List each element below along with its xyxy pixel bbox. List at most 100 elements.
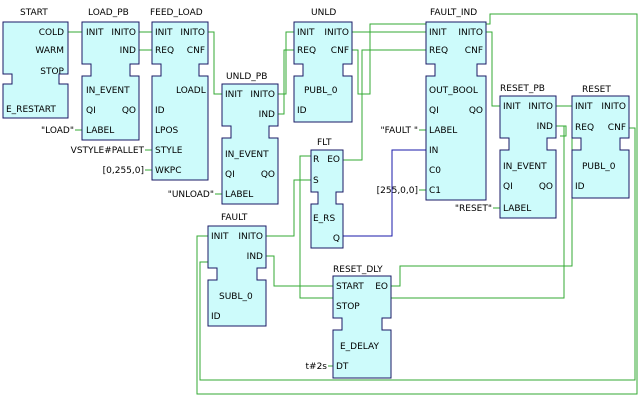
event-output-ind: IND bbox=[537, 122, 553, 132]
block-body bbox=[81, 21, 140, 141]
block-body bbox=[310, 149, 344, 249]
data-input-id: ID bbox=[155, 106, 165, 116]
event-input-init: INIT bbox=[155, 28, 173, 38]
event-output-cold: COLD bbox=[39, 28, 64, 38]
block-body bbox=[221, 83, 279, 205]
fb-reset[interactable]: RESET INIT INITO REQ CNF PUBL_0 ID bbox=[571, 85, 630, 199]
event-output-inito: INITO bbox=[324, 28, 349, 38]
constants: "LOAD" VSTYLE#PALLET [0,255,0] "UNLOAD" … bbox=[41, 126, 492, 372]
data-input-id: ID bbox=[575, 182, 585, 192]
constant-unload-label: "UNLOAD" bbox=[168, 190, 214, 200]
event-link bbox=[486, 31, 500, 107]
fb-feed-load[interactable]: FEED_LOAD INIT INITO REQ CNF LOADL ID LP… bbox=[150, 8, 209, 181]
event-output-cnf: CNF bbox=[608, 123, 626, 133]
fb-flt[interactable]: FLT R EO S E_RS Q bbox=[310, 138, 344, 249]
data-input-label: LABEL bbox=[429, 126, 457, 136]
fb-fault-ind[interactable]: FAULT_IND INIT INITO REQ CNF OUT_BOOL QI… bbox=[425, 8, 487, 201]
data-input-qi: QI bbox=[225, 170, 235, 180]
constant-load-label: "LOAD" bbox=[41, 126, 74, 136]
block-name: RESET bbox=[582, 85, 611, 95]
event-input-r: R bbox=[313, 155, 319, 165]
event-input-init: INIT bbox=[503, 102, 521, 112]
data-input-c0: C0 bbox=[429, 166, 441, 176]
data-input-in: IN bbox=[429, 146, 438, 156]
fb-reset-dly[interactable]: RESET_DLY START EO STOP E_DELAY DT bbox=[332, 265, 392, 379]
data-output-qo: QO bbox=[469, 106, 483, 116]
block-type: PUBL_0 bbox=[582, 162, 616, 172]
data-input-id: ID bbox=[211, 312, 221, 322]
data-input-qi: QI bbox=[503, 182, 513, 192]
block-type: IN_EVENT bbox=[225, 150, 269, 160]
event-input-req: REQ bbox=[575, 123, 594, 133]
data-output-qo: QO bbox=[261, 170, 275, 180]
event-input-init: INIT bbox=[429, 28, 447, 38]
event-output-ind: IND bbox=[120, 46, 136, 56]
event-output-inito: INITO bbox=[111, 28, 136, 38]
block-body bbox=[499, 95, 557, 219]
data-output-q: Q bbox=[333, 234, 340, 244]
data-link bbox=[343, 149, 426, 237]
block-type: IN_EVENT bbox=[503, 162, 547, 172]
fb-fault[interactable]: FAULT INIT INITO IND SUBL_0 ID bbox=[207, 213, 267, 327]
constant-fault-label: "FAULT " bbox=[380, 126, 418, 136]
event-input-start: START bbox=[336, 282, 364, 292]
event-input-init: INIT bbox=[225, 90, 243, 100]
event-link bbox=[199, 127, 636, 381]
data-input-dt: DT bbox=[336, 362, 349, 372]
event-output-stop: STOP bbox=[40, 67, 64, 77]
block-name: FLT bbox=[317, 138, 332, 148]
event-output-inito: INITO bbox=[601, 102, 626, 112]
block-type: LOADL bbox=[176, 86, 206, 96]
block-body bbox=[151, 21, 209, 181]
data-input-label: LABEL bbox=[503, 204, 531, 214]
event-link bbox=[556, 125, 567, 137]
constant-wkpc: [0,255,0] bbox=[103, 166, 144, 176]
fb-start[interactable]: START COLD WARM STOP E_RESTART bbox=[2, 8, 69, 119]
event-output-cnf: CNF bbox=[187, 46, 205, 56]
event-link bbox=[391, 128, 573, 287]
block-name: UNLD bbox=[311, 8, 336, 18]
event-output-eo: EO bbox=[375, 282, 388, 292]
block-type: E_RESTART bbox=[6, 105, 56, 115]
data-input-c1: C1 bbox=[429, 186, 441, 196]
connections bbox=[68, 13, 638, 395]
event-input-req: REQ bbox=[429, 46, 448, 56]
event-output-inito: INITO bbox=[180, 28, 205, 38]
block-body bbox=[425, 21, 487, 201]
event-output-inito: INITO bbox=[238, 232, 263, 242]
block-name: UNLD_PB bbox=[226, 72, 267, 82]
event-input-init: INIT bbox=[211, 232, 229, 242]
data-output-qo: QO bbox=[539, 182, 553, 192]
block-body bbox=[207, 225, 267, 327]
event-input-req: REQ bbox=[297, 46, 316, 56]
event-link bbox=[196, 13, 638, 395]
data-output-qo: QO bbox=[122, 106, 136, 116]
data-input-wkpc: WKPC bbox=[155, 166, 182, 176]
fb-reset-pb[interactable]: RESET_PB INIT INITO IND IN_EVENT QI QO L… bbox=[499, 84, 557, 219]
block-type: IN_EVENT bbox=[86, 86, 130, 96]
data-input-qi: QI bbox=[429, 106, 439, 116]
event-input-init: INIT bbox=[86, 28, 104, 38]
event-output-ind: IND bbox=[247, 252, 263, 262]
block-name: LOAD_PB bbox=[88, 8, 129, 18]
block-body bbox=[2, 21, 69, 119]
event-input-init: INIT bbox=[297, 28, 315, 38]
block-body bbox=[571, 95, 630, 199]
fb-unld[interactable]: UNLD INIT INITO REQ CNF PUBL_0 ID bbox=[293, 8, 353, 123]
event-output-eo: EO bbox=[327, 155, 340, 165]
block-type: OUT_BOOL bbox=[429, 86, 478, 96]
constant-style: VSTYLE#PALLET bbox=[71, 146, 145, 156]
event-link bbox=[266, 255, 335, 287]
data-input-qi: QI bbox=[86, 106, 96, 116]
event-output-warm: WARM bbox=[35, 46, 64, 56]
block-name: FEED_LOAD bbox=[150, 8, 203, 18]
block-type: E_DELAY bbox=[340, 342, 379, 352]
block-name: FAULT bbox=[221, 213, 248, 223]
fb-unld-pb[interactable]: UNLD_PB INIT INITO IND IN_EVENT QI QO LA… bbox=[221, 72, 279, 205]
block-body bbox=[293, 21, 353, 123]
data-input-label: LABEL bbox=[86, 126, 114, 136]
fb-load-pb[interactable]: LOAD_PB INIT INITO IND IN_EVENT QI QO LA… bbox=[81, 8, 140, 141]
event-output-inito: INITO bbox=[528, 102, 553, 112]
constant-reset-label: "RESET" bbox=[455, 204, 492, 214]
